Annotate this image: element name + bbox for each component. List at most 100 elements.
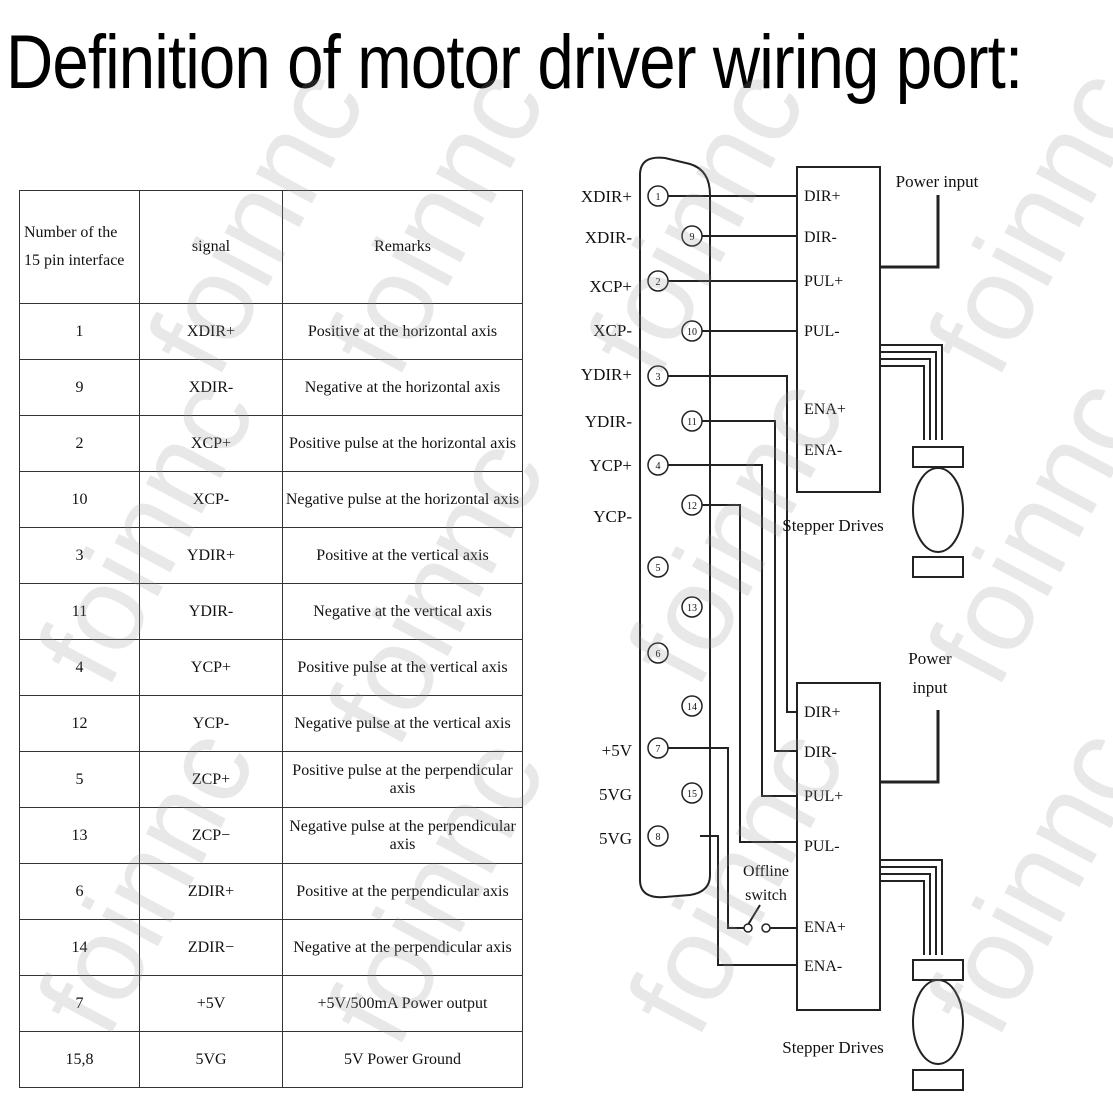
driver-terminal-label: DIR-	[804, 229, 837, 246]
connector-signal-label: XCP+	[589, 277, 632, 296]
connector-signal-label: 5VG	[599, 785, 632, 804]
connector-signal-label: YDIR-	[585, 412, 633, 431]
pin-number-cell: 1	[19, 303, 140, 360]
offline-switch-label: Offline	[743, 863, 789, 880]
remarks-cell: Positive pulse at the horizontal axis	[282, 415, 523, 472]
remarks-cell: Positive at the vertical axis	[282, 527, 523, 584]
pin-number-label: 2	[656, 277, 661, 288]
remarks-cell: Positive pulse at the vertical axis	[282, 639, 523, 696]
pin-circle-12	[681, 494, 703, 516]
stepper-drives-label-top: Stepper Drives	[782, 516, 884, 535]
pin-circle-10	[681, 320, 703, 342]
power-input-label-bottom: input	[913, 678, 948, 697]
pin-number-label: 4	[656, 461, 661, 472]
offline-switch-wiring	[666, 747, 797, 966]
signal-cell: +5V	[139, 975, 283, 1032]
signal-cell: YDIR-	[139, 583, 283, 640]
connector-signal-label: XDIR-	[585, 228, 633, 247]
remarks-cell: Negative pulse at the vertical axis	[282, 695, 523, 752]
connector-signal-label: 5VG	[599, 829, 632, 848]
offline-switch-label: switch	[745, 887, 787, 904]
driver-terminal-label: DIR+	[804, 188, 841, 205]
driver-terminal-label: ENA+	[804, 401, 846, 418]
stepper-drives-label-bottom: Stepper Drives	[782, 1038, 884, 1057]
pin-number-cell: 13	[19, 807, 140, 864]
pin-number-label: 1	[656, 192, 661, 203]
pin-number-cell: 4	[19, 639, 140, 696]
pin-circle-4	[647, 454, 669, 476]
stepper-drive-bottom	[796, 682, 881, 1011]
remarks-cell: Negative at the horizontal axis	[282, 359, 523, 416]
driver-terminal-label: PUL+	[804, 273, 843, 290]
wires-x-axis	[666, 195, 797, 332]
pin-circle-8	[647, 825, 669, 847]
db15-connector-body	[639, 156, 711, 899]
pin-number-label: 14	[687, 702, 697, 713]
signal-cell: ZCP+	[139, 751, 283, 808]
connector-signal-label: YDIR+	[581, 365, 632, 384]
remarks-cell: Negative at the perpendicular axis	[282, 919, 523, 976]
driver-terminal-label: PUL-	[804, 323, 840, 340]
remarks-cell: 5V Power Ground	[282, 1031, 523, 1088]
pin-number-label: 13	[687, 603, 697, 614]
remarks-cell: Negative at the vertical axis	[282, 583, 523, 640]
pin-number-cell: 3	[19, 527, 140, 584]
signal-cell: XDIR+	[139, 303, 283, 360]
pin-number-cell: 15,8	[19, 1031, 140, 1088]
pin-number-label: 9	[690, 232, 695, 243]
pin-number-label: 3	[656, 372, 661, 383]
wires-y-axis	[666, 375, 797, 843]
signal-cell: ZCP−	[139, 807, 283, 864]
remarks-cell: +5V/500mA Power output	[282, 975, 523, 1032]
signal-cell: ZDIR+	[139, 863, 283, 920]
pin-number-label: 7	[656, 744, 661, 755]
signal-cell: XCP-	[139, 471, 283, 528]
connector-signal-label: YCP-	[593, 507, 632, 526]
pin-circle-3	[647, 365, 669, 387]
power-input-line-bottom	[880, 710, 940, 784]
remarks-cell: Positive pulse at the perpendicular axis	[282, 751, 523, 808]
driver-terminal-label: DIR+	[804, 704, 841, 721]
pin-circle-15	[681, 782, 703, 804]
switch-contact-right	[761, 923, 771, 933]
pin-number-label: 12	[687, 501, 697, 512]
pin-circle-5	[647, 556, 669, 578]
signal-cell: 5VG	[139, 1031, 283, 1088]
driver-terminal-label: PUL-	[804, 838, 840, 855]
signal-cell: YDIR+	[139, 527, 283, 584]
pin-number-cell: 2	[19, 415, 140, 472]
pin-number-cell: 7	[19, 975, 140, 1032]
pin-number-label: 15	[687, 789, 697, 800]
pin-number-cell: 10	[19, 471, 140, 528]
power-input-label-top: Power input	[896, 172, 979, 191]
pin-circle-9	[681, 225, 703, 247]
pin-circle-11	[681, 410, 703, 432]
pin-number-cell: 12	[19, 695, 140, 752]
pin-number-label: 11	[687, 417, 697, 428]
stepper-motor-top	[912, 446, 964, 578]
signal-cell: ZDIR−	[139, 919, 283, 976]
motor-cable-top	[880, 344, 943, 440]
stepper-drive-top	[796, 166, 881, 493]
pin-circle-2	[647, 270, 669, 292]
remarks-cell: Negative pulse at the perpendicular axis	[282, 807, 523, 864]
pin-circle-7	[647, 737, 669, 759]
pin-number-label: 8	[656, 832, 661, 843]
remarks-cell: Negative pulse at the horizontal axis	[282, 471, 523, 528]
pin-circle-1	[647, 185, 669, 207]
driver-terminal-label: PUL+	[804, 788, 843, 805]
remarks-cell: Positive at the perpendicular axis	[282, 863, 523, 920]
pin-number-label: 10	[687, 327, 697, 338]
signal-cell: YCP+	[139, 639, 283, 696]
table-row: 7+5V+5V/500mA Power output	[19, 975, 523, 1032]
